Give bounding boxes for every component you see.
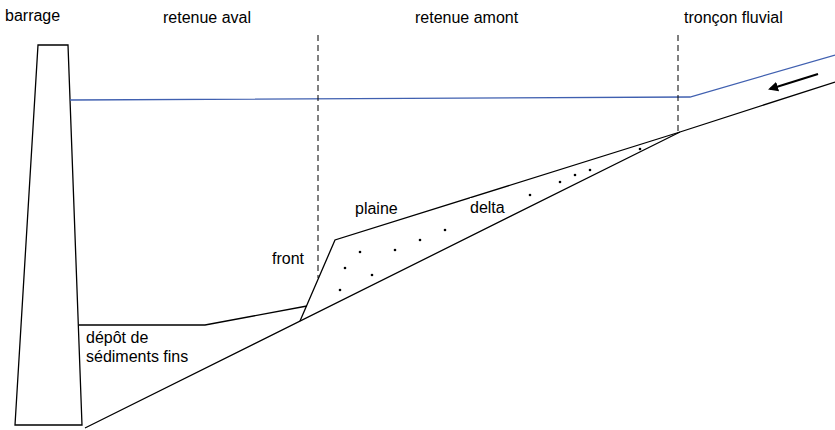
deposit-label: delta: [470, 198, 505, 217]
zone-separator: [678, 35, 679, 131]
delta-outline: [300, 132, 680, 321]
dam-body: [15, 45, 82, 425]
water-surface: [70, 55, 835, 100]
delta-sediment-dots: [339, 148, 642, 292]
surface-label: plaine: [355, 199, 398, 218]
fine-deposit-outline: [79, 306, 307, 325]
zone-label: retenue amont: [415, 8, 518, 27]
river-bed: [85, 82, 835, 428]
flow-arrow: [770, 74, 818, 89]
deposit-label: dépôt de sédiments fins: [86, 328, 206, 366]
surface-label: front: [272, 249, 304, 268]
dam-label: barrage: [5, 6, 60, 25]
zone-separator: [318, 35, 319, 278]
zone-label: tronçon fluvial: [684, 8, 783, 27]
zone-label: retenue aval: [163, 8, 251, 27]
